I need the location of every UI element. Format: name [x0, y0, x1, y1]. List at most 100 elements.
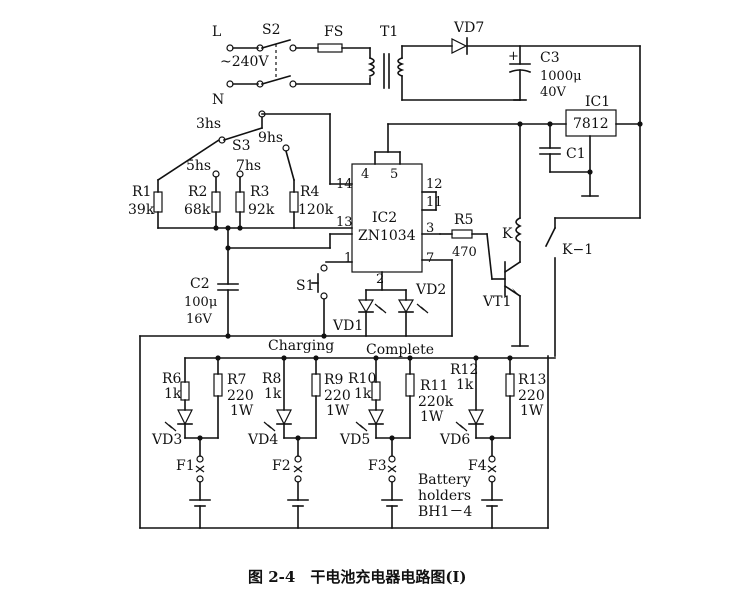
ic2-zn1034: IC2 ZN1034 14 4 5 12 11 13 3 1 2 7 [336, 163, 443, 287]
label-R13-value: 220 [518, 388, 545, 404]
label-C2: C2 [190, 276, 210, 292]
label-VD2: VD2 [415, 282, 446, 298]
label-VD1: VD1 [332, 318, 363, 334]
channel-4: R12 1k R13 220 1W VD6 F4 [439, 357, 546, 529]
led-vd2: VD2 [397, 259, 453, 337]
label-C3-voltage: 40V [540, 85, 567, 100]
label-3hs: 3hs [196, 116, 221, 132]
label-R11-value: 220k [418, 394, 454, 410]
label-R10: R10 [348, 371, 376, 387]
label-R4: R4 [300, 184, 320, 200]
label-R11-power: 1W [420, 409, 444, 425]
label-R7: R7 [227, 372, 246, 388]
fuse-fs [317, 43, 343, 53]
selector-switch-s3: 3hs S3 9hs 5hs 7hs [156, 110, 353, 185]
channel-3: R10 1k R11 220k 1W VD5 F3 [339, 357, 454, 529]
label-R1-value: 39k [128, 202, 155, 218]
label-R11: R11 [420, 378, 448, 394]
label-R6: R6 [162, 371, 182, 387]
label-VD3: VD3 [151, 432, 182, 448]
label-VD7: VD7 [453, 20, 484, 36]
label-R9-power: 1W [326, 403, 350, 419]
relay-coil-k: K [502, 123, 522, 263]
pin-2: 2 [376, 272, 384, 287]
label-FS: FS [324, 24, 343, 40]
label-R4-value: 120k [298, 202, 334, 218]
capacitor-c2: C2 100μ 16V [184, 247, 239, 337]
label-R8: R8 [262, 371, 281, 387]
figure-caption: 图 2-4 干电池充电器电路图(Ⅰ) [248, 568, 467, 586]
label-R7-power: 1W [230, 403, 254, 419]
label-C2-value: 100μ [184, 295, 217, 310]
label-F4: F4 [468, 458, 487, 474]
label-battery-2: holders [418, 488, 471, 504]
capacitor-c3: + C3 1000μ 40V [508, 45, 582, 101]
resistor-r1: R1 39k [128, 179, 163, 229]
label-R9: R9 [324, 372, 343, 388]
label-R6-value: 1k [164, 386, 182, 402]
pin-11: 11 [426, 195, 443, 210]
pin-12: 12 [426, 177, 443, 192]
label-IC1: IC1 [585, 94, 610, 110]
label-R1: R1 [132, 184, 151, 200]
label-F2: F2 [272, 458, 291, 474]
label-mains: ~240V [220, 54, 269, 70]
label-R3: R3 [250, 184, 269, 200]
label-charging: Charging [268, 338, 334, 354]
control-rail: Charging Complete [139, 311, 549, 529]
label-R12-value: 1k [456, 377, 474, 393]
battery-holders-label: Battery holders BH1－4 [418, 472, 472, 520]
label-VT1: VT1 [482, 294, 511, 310]
label-R9-value: 220 [324, 388, 351, 404]
mains-input: L N S2 FS ~240V [212, 22, 371, 108]
rail-12v [374, 121, 567, 165]
label-R2: R2 [188, 184, 207, 200]
label-battery-3: BH1－4 [418, 504, 472, 520]
pin-7: 7 [426, 251, 434, 266]
label-R2-value: 68k [184, 202, 211, 218]
label-C2-voltage: 16V [186, 312, 213, 327]
pin-3: 3 [426, 221, 434, 236]
label-T1: T1 [380, 24, 398, 40]
pin-13: 13 [336, 215, 353, 230]
rectifier-vd7: VD7 [401, 20, 641, 101]
label-C3-plus: + [508, 49, 519, 64]
resistor-r2: R2 68k [184, 176, 221, 229]
led-vd1: VD1 [332, 271, 407, 334]
channel-1: R6 1k R7 220 1W VD3 F1 [151, 357, 254, 529]
label-R3-value: 92k [248, 202, 275, 218]
pin-4: 4 [361, 167, 369, 182]
pushbutton-s1: S1 [296, 261, 353, 337]
label-R7-value: 220 [227, 388, 254, 404]
resistor-r5: R5 470 [439, 212, 506, 280]
label-R13: R13 [518, 372, 546, 388]
label-R5-value: 470 [452, 245, 477, 260]
label-C3: C3 [540, 50, 560, 66]
label-R5: R5 [454, 212, 473, 228]
label-N: N [212, 92, 224, 108]
label-R10-value: 1k [354, 386, 372, 402]
relay-contact-k1: K−1 [544, 217, 641, 357]
pin-5: 5 [390, 167, 398, 182]
label-R12: R12 [450, 362, 478, 378]
label-C1: C1 [566, 146, 586, 162]
label-7hs: 7hs [236, 158, 261, 174]
label-IC2: IC2 [372, 210, 397, 226]
label-VD4: VD4 [247, 432, 278, 448]
transistor-vt1: VT1 [482, 260, 529, 347]
label-F1: F1 [176, 458, 195, 474]
resistor-r3: R3 92k [235, 176, 275, 229]
capacitor-c1: C1 [539, 123, 586, 173]
label-L: L [212, 24, 221, 40]
timing-node [157, 225, 353, 251]
label-9hs: 9hs [258, 130, 283, 146]
label-VD5: VD5 [339, 432, 370, 448]
resistor-r4: R4 120k [289, 179, 334, 229]
label-VD6: VD6 [439, 432, 470, 448]
label-battery-1: Battery [418, 472, 471, 488]
label-R13-power: 1W [520, 403, 544, 419]
label-C3-value: 1000μ [540, 69, 582, 84]
regulator-ic1: IC1 7812 [549, 94, 641, 197]
label-IC2-type: ZN1034 [358, 228, 416, 244]
pin-1: 1 [344, 251, 352, 266]
